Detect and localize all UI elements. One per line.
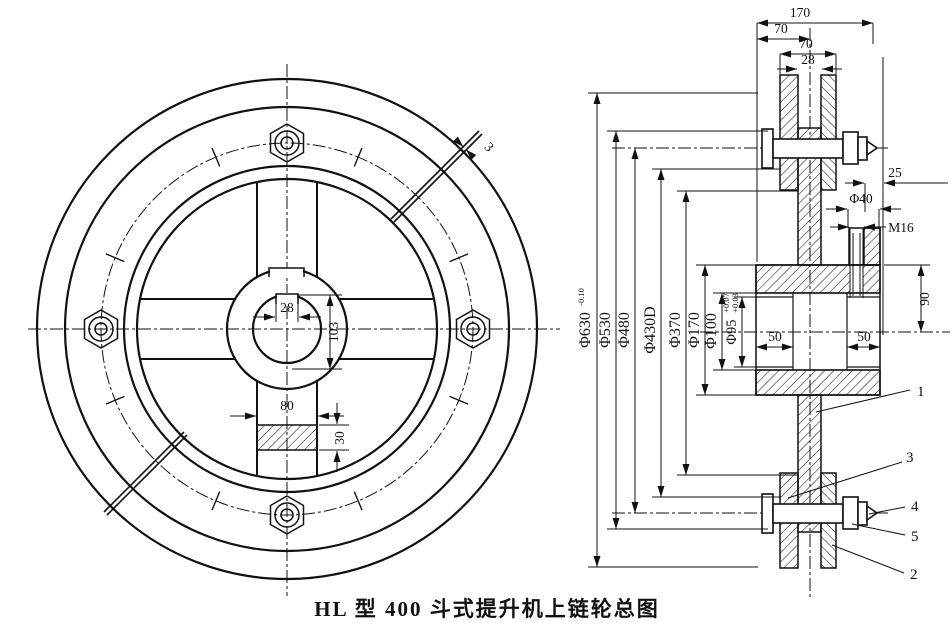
callout-3: 3 bbox=[787, 450, 914, 499]
dim-top-170: 170 bbox=[756, 5, 874, 262]
dim-70b-label: 70 bbox=[799, 36, 813, 51]
hub-flange-bottom bbox=[755, 369, 881, 396]
bolt-washer bbox=[761, 493, 774, 534]
hex-nut-top bbox=[269, 123, 305, 163]
dim-dia-430D: Φ430D bbox=[642, 168, 781, 498]
dia-530-label: Φ530 bbox=[597, 312, 614, 348]
rim-plate-top-right bbox=[820, 74, 837, 191]
drawing-caption: HL 型 400 斗式提升机上链轮总图 bbox=[314, 597, 659, 621]
section-body bbox=[755, 74, 881, 569]
front-centerlines bbox=[28, 64, 560, 596]
front-view: 3 28 103 80 30 bbox=[28, 64, 560, 596]
bolt-washer bbox=[761, 128, 774, 169]
dia-480-label: Φ480 bbox=[616, 312, 633, 348]
callout-2-label: 2 bbox=[910, 567, 918, 583]
clamp-bolt-bottom bbox=[761, 493, 879, 534]
dia-370-label: Φ370 bbox=[667, 312, 684, 348]
dia-170-label: Φ170 bbox=[686, 312, 703, 348]
dim-top-28: 28 bbox=[777, 52, 842, 73]
dim-rib-30: 30 bbox=[319, 403, 349, 472]
split-line-top-right bbox=[390, 130, 483, 223]
dim-seat-50-right: 50 bbox=[847, 329, 880, 351]
split-line-bottom-left bbox=[103, 431, 188, 516]
pitch-circle bbox=[100, 142, 474, 516]
dim-dia-95: Φ95 +0.07 +0.03 bbox=[721, 293, 757, 368]
callout-5-label: 5 bbox=[911, 529, 919, 545]
dia-430D-label: Φ430D bbox=[642, 306, 659, 353]
callout-4-label: 4 bbox=[911, 499, 919, 515]
callout-1-label: 1 bbox=[917, 384, 925, 400]
bolt-shaft bbox=[772, 138, 844, 159]
dim-50a-label: 50 bbox=[768, 329, 782, 344]
dia-100-label: Φ100 bbox=[703, 313, 720, 349]
dim-spoke-80: 80 bbox=[230, 398, 344, 420]
hub bbox=[225, 267, 349, 391]
dim-90-label: 90 bbox=[917, 292, 932, 306]
dim-dia-370: Φ370 bbox=[667, 190, 798, 476]
callout-5: 5 bbox=[851, 523, 919, 545]
clamp-bolt-top bbox=[761, 128, 879, 169]
hex-nut-bottom bbox=[269, 495, 305, 535]
m16-boss bbox=[848, 227, 881, 298]
dim-bore-103: 103 bbox=[292, 294, 342, 370]
dia-630-label: Φ630 bbox=[577, 312, 594, 348]
dim-right-m16: M16 bbox=[830, 220, 914, 235]
front-rim-circles bbox=[35, 77, 539, 581]
callout-2: 2 bbox=[831, 544, 918, 583]
dim-right-90: 90 bbox=[884, 264, 932, 332]
dim-m16-label: M16 bbox=[888, 220, 914, 235]
dim-50b-label: 50 bbox=[857, 329, 871, 344]
dim-dia-100: Φ100 bbox=[703, 292, 757, 371]
rib-section bbox=[256, 424, 318, 451]
bolt-nut bbox=[857, 136, 868, 161]
hub-outline bbox=[755, 264, 881, 396]
pitch-circle-tooth-ticks bbox=[105, 147, 469, 511]
dim-70a-label: 70 bbox=[774, 21, 788, 36]
dim-keyway-28: 28 bbox=[253, 300, 321, 322]
dim-bore-label: 103 bbox=[326, 322, 341, 343]
hub-top-boss bbox=[268, 267, 305, 277]
callout-3-label: 3 bbox=[906, 450, 914, 466]
rim-plate-top-left bbox=[779, 74, 799, 191]
dim-25-label: 25 bbox=[888, 165, 902, 180]
dia-630-tolerance: -0.10 bbox=[576, 288, 586, 306]
dim-dia-480: Φ480 bbox=[616, 148, 639, 513]
dim-keyway-label: 28 bbox=[280, 300, 294, 315]
dim-dia-530: Φ530 bbox=[597, 130, 768, 530]
dim-spoke-label: 80 bbox=[280, 398, 294, 413]
bolt-nut bbox=[857, 501, 868, 526]
callout-1: 1 bbox=[815, 384, 925, 413]
hex-nut-right bbox=[455, 309, 491, 349]
dia-95-label: Φ95 bbox=[724, 319, 740, 344]
cotter-pin bbox=[866, 139, 879, 157]
dim-dia-630: Φ630 -0.10 bbox=[576, 92, 758, 568]
dim-right-25: 25 bbox=[845, 57, 948, 335]
hex-nut-left bbox=[83, 309, 119, 349]
bolt-head bbox=[842, 496, 859, 530]
keyway bbox=[275, 293, 299, 304]
dim-split-gap-label: 3 bbox=[481, 139, 497, 155]
dim-phi40-label: Φ40 bbox=[849, 191, 873, 206]
dim-28-label: 28 bbox=[801, 52, 815, 67]
dim-170-label: 170 bbox=[790, 5, 811, 20]
dim-top-70b: 70 bbox=[779, 36, 837, 74]
dia-95-tol-upper: +0.07 bbox=[721, 293, 731, 313]
bolt-head bbox=[842, 131, 859, 165]
dim-dia-170: Φ170 bbox=[686, 264, 757, 396]
dim-top-70a: 70 bbox=[757, 21, 810, 43]
hub-bore bbox=[756, 292, 880, 371]
callout-4: 4 bbox=[868, 499, 919, 515]
dim-seat-50-left: 50 bbox=[756, 329, 793, 351]
section-view: Φ630 -0.10 Φ530 Φ480 Φ430D Φ370 bbox=[576, 5, 950, 600]
bolt-shaft bbox=[772, 503, 844, 524]
dia-95-tol-lower: +0.03 bbox=[730, 293, 740, 313]
dim-rib-label: 30 bbox=[332, 431, 347, 445]
